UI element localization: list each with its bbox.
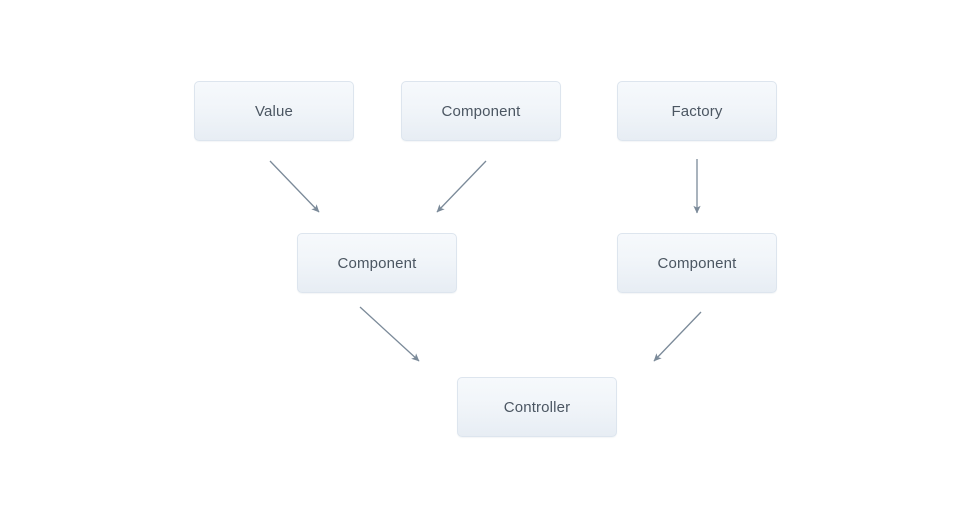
- node-label: Component: [441, 102, 521, 120]
- edge-component-right-to-controller: [653, 311, 702, 362]
- node-value[interactable]: Value: [194, 81, 354, 141]
- edge-component-left-to-controller: [359, 306, 420, 362]
- node-label: Component: [657, 254, 737, 272]
- edge-component-top-to-component: [436, 160, 487, 213]
- node-label: Factory: [671, 102, 723, 120]
- node-label: Value: [254, 102, 293, 120]
- node-label: Controller: [503, 398, 571, 416]
- node-factory[interactable]: Factory: [617, 81, 777, 141]
- node-label: Component: [337, 254, 417, 272]
- node-component-mid-left[interactable]: Component: [297, 233, 457, 293]
- node-component-top[interactable]: Component: [401, 81, 561, 141]
- node-controller[interactable]: Controller: [457, 377, 617, 437]
- node-component-mid-right[interactable]: Component: [617, 233, 777, 293]
- edge-value-to-component: [269, 160, 320, 213]
